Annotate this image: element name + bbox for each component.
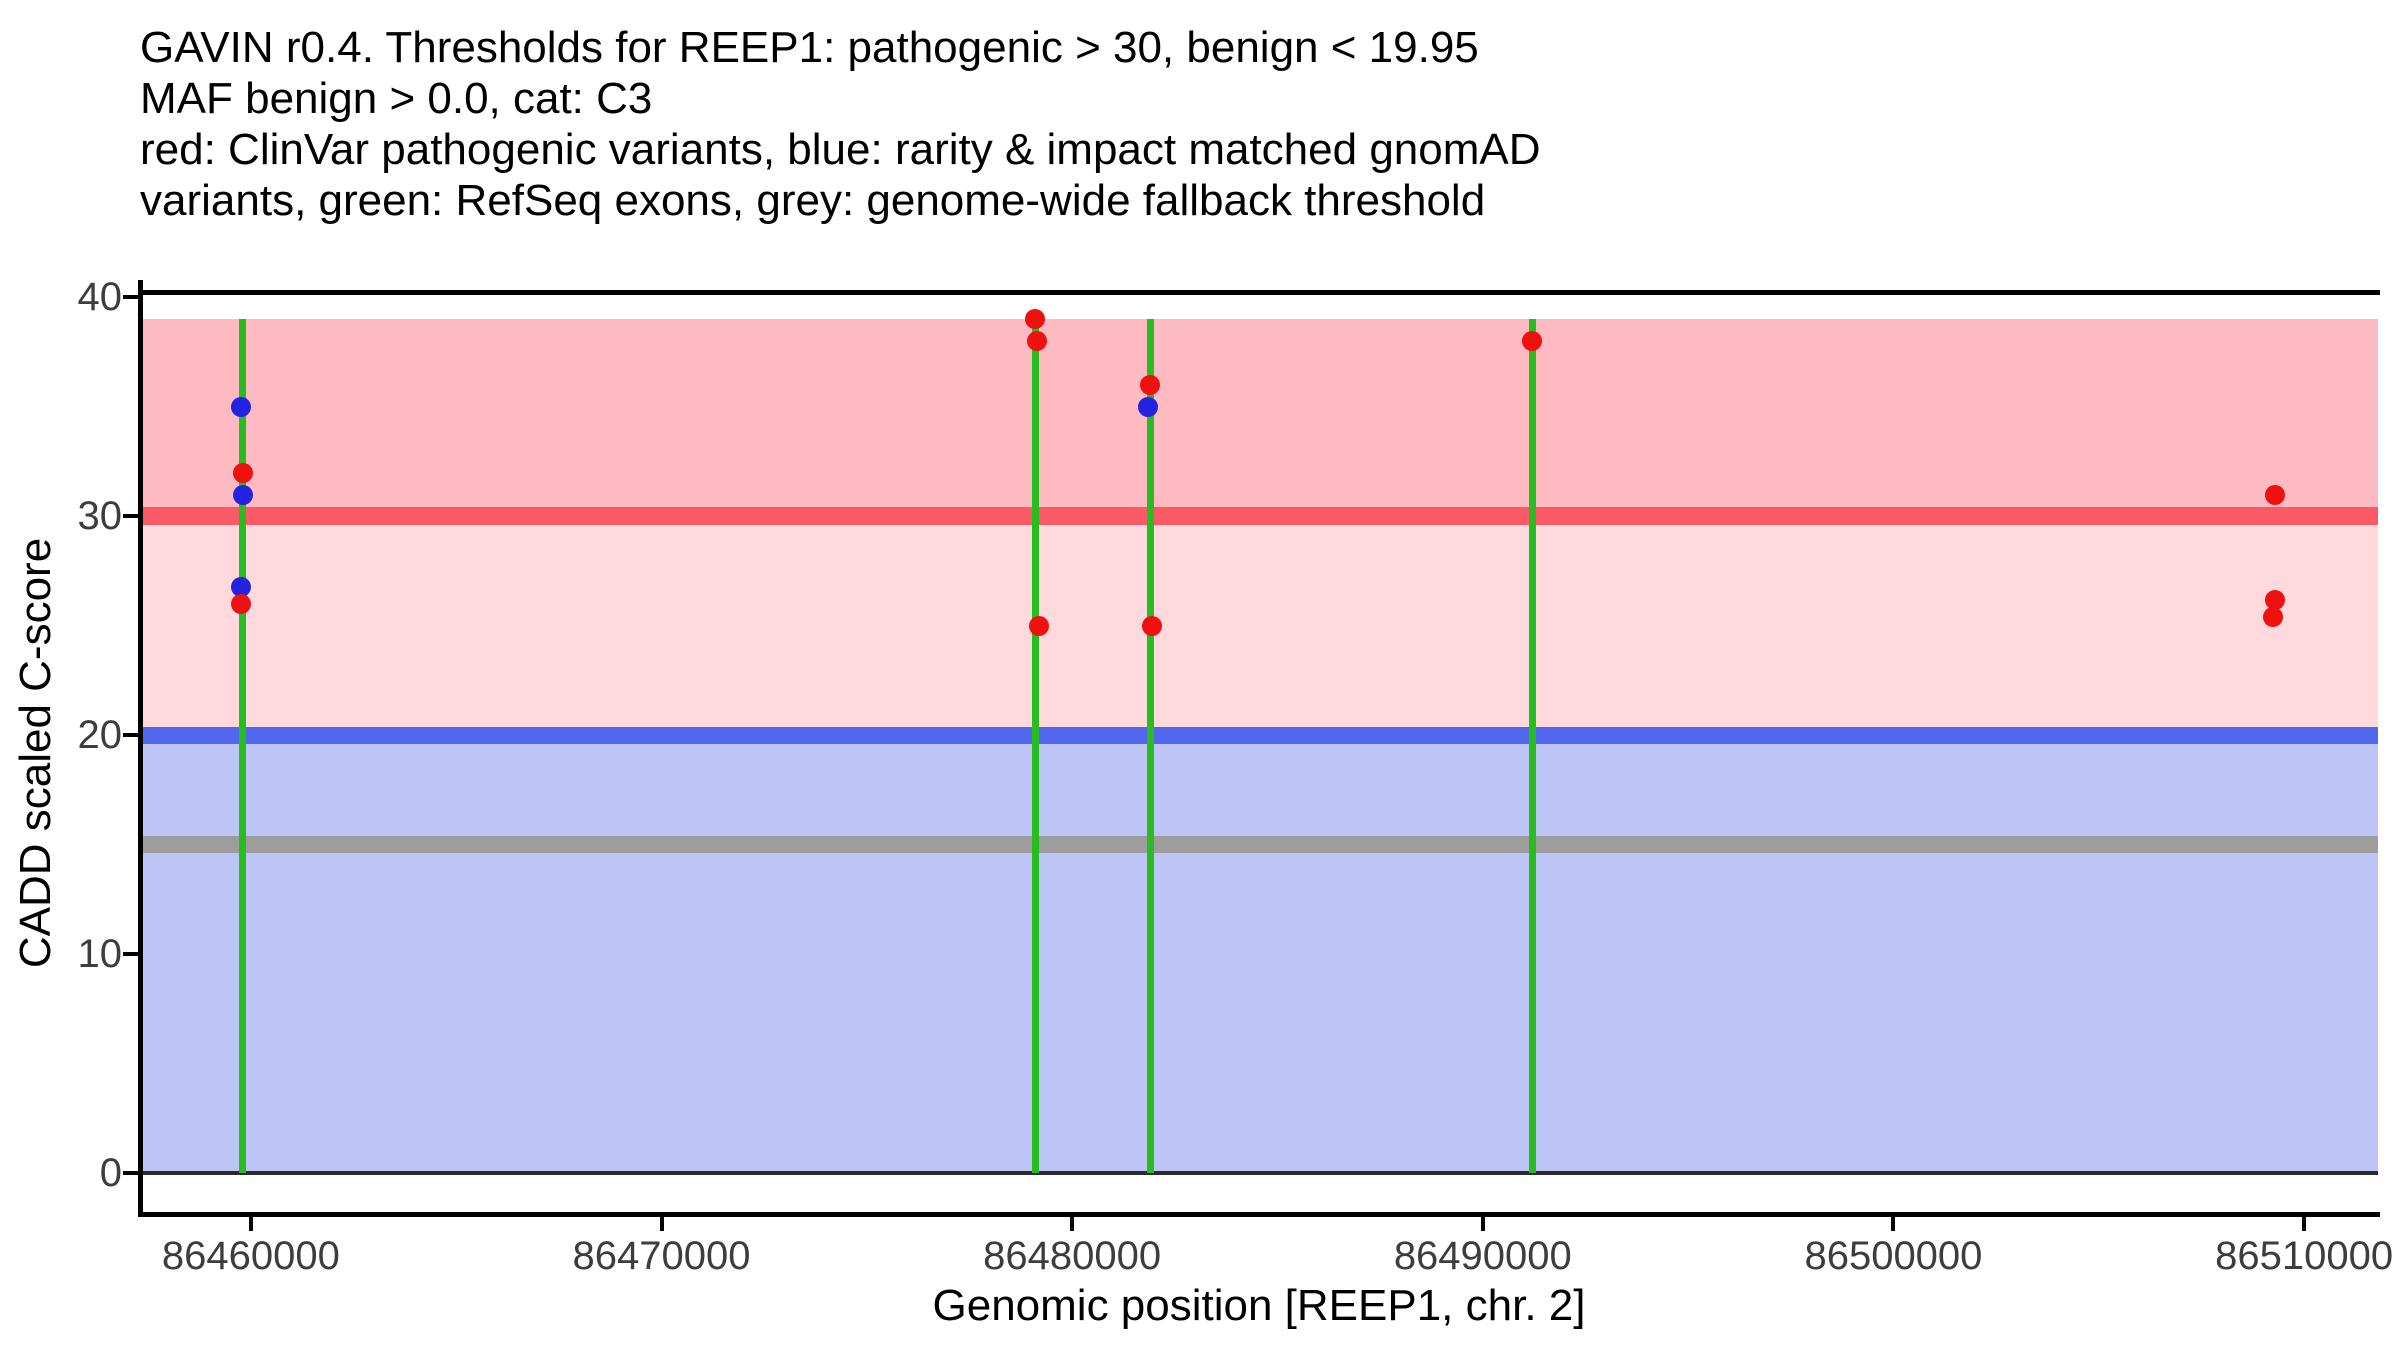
plot-panel [140, 292, 2378, 1215]
clinvar-variant-point [1140, 375, 1161, 396]
x-tick-label: 86510000 [2215, 1234, 2394, 1278]
plot-title-line4: variants, green: RefSeq exons, grey: gen… [140, 176, 1486, 225]
plot-title-line1: GAVIN r0.4. Thresholds for REEP1: pathog… [140, 23, 1479, 72]
clinvar-variant-point [1029, 615, 1050, 636]
clinvar-variant-point [2265, 589, 2286, 610]
x-tick-mark [1070, 1217, 1075, 1231]
refseq-exon-line [1146, 319, 1154, 1174]
y-tick-mark [123, 733, 138, 738]
y-axis-line [138, 280, 143, 1217]
clinvar-variant-point [1522, 331, 1543, 352]
clinvar-variant-point [1142, 615, 1163, 636]
y-tick-mark [123, 514, 138, 519]
x-tick-mark [248, 1217, 253, 1231]
plot-title-line2: MAF benign > 0.0, cat: C3 [140, 74, 653, 123]
benign-threshold-line [140, 726, 2378, 744]
x-tick-label: 86480000 [983, 1234, 1162, 1278]
refseq-exon-line [1528, 319, 1536, 1174]
clinvar-variant-point [1025, 309, 1046, 330]
clinvar-variant-point [232, 462, 253, 483]
x-tick-label: 86470000 [572, 1234, 751, 1278]
x-tick-label: 86460000 [161, 1234, 340, 1278]
genome-wide-fallback-threshold-line [140, 836, 2378, 854]
panel-bottom-border [138, 1212, 2380, 1217]
y-tick-label: 0 [99, 1151, 122, 1196]
gnomad-variant-point [232, 484, 253, 505]
panel-top-border [138, 290, 2380, 295]
y-tick-mark [123, 952, 138, 957]
refseq-exon-line [239, 319, 247, 1174]
x-tick-label: 86500000 [1804, 1234, 1983, 1278]
x-tick-mark [1891, 1217, 1896, 1231]
y-tick-mark [123, 295, 138, 300]
x-tick-label: 86490000 [1393, 1234, 1572, 1278]
x-tick-mark [659, 1217, 664, 1231]
benign-zone-band [140, 735, 2378, 1174]
refseq-exon-line [1031, 319, 1039, 1174]
gnomad-variant-point [230, 396, 251, 417]
clinvar-variant-point [2263, 607, 2284, 628]
clinvar-variant-point [1027, 331, 1048, 352]
plot-title-line3: red: ClinVar pathogenic variants, blue: … [140, 125, 1541, 174]
zero-baseline-line [140, 1171, 2378, 1176]
clinvar-variant-point [230, 594, 251, 615]
x-axis-title: Genomic position [REEP1, chr. 2] [932, 1281, 1586, 1330]
y-tick-label: 30 [77, 494, 123, 539]
x-tick-mark [1480, 1217, 1485, 1231]
y-tick-label: 40 [77, 275, 123, 320]
y-tick-mark [123, 1171, 138, 1176]
plot-title: GAVIN r0.4. Thresholds for REEP1: pathog… [140, 22, 1541, 226]
gnomad-variant-point [230, 576, 251, 597]
clinvar-variant-point [2265, 484, 2286, 505]
gnomad-variant-point [1138, 396, 1159, 417]
x-tick-mark [2302, 1217, 2307, 1231]
y-tick-label: 20 [77, 713, 123, 758]
pathogenic-zone-band [140, 319, 2378, 517]
y-tick-label: 10 [77, 932, 123, 977]
pathogenic-threshold-line [140, 507, 2378, 526]
